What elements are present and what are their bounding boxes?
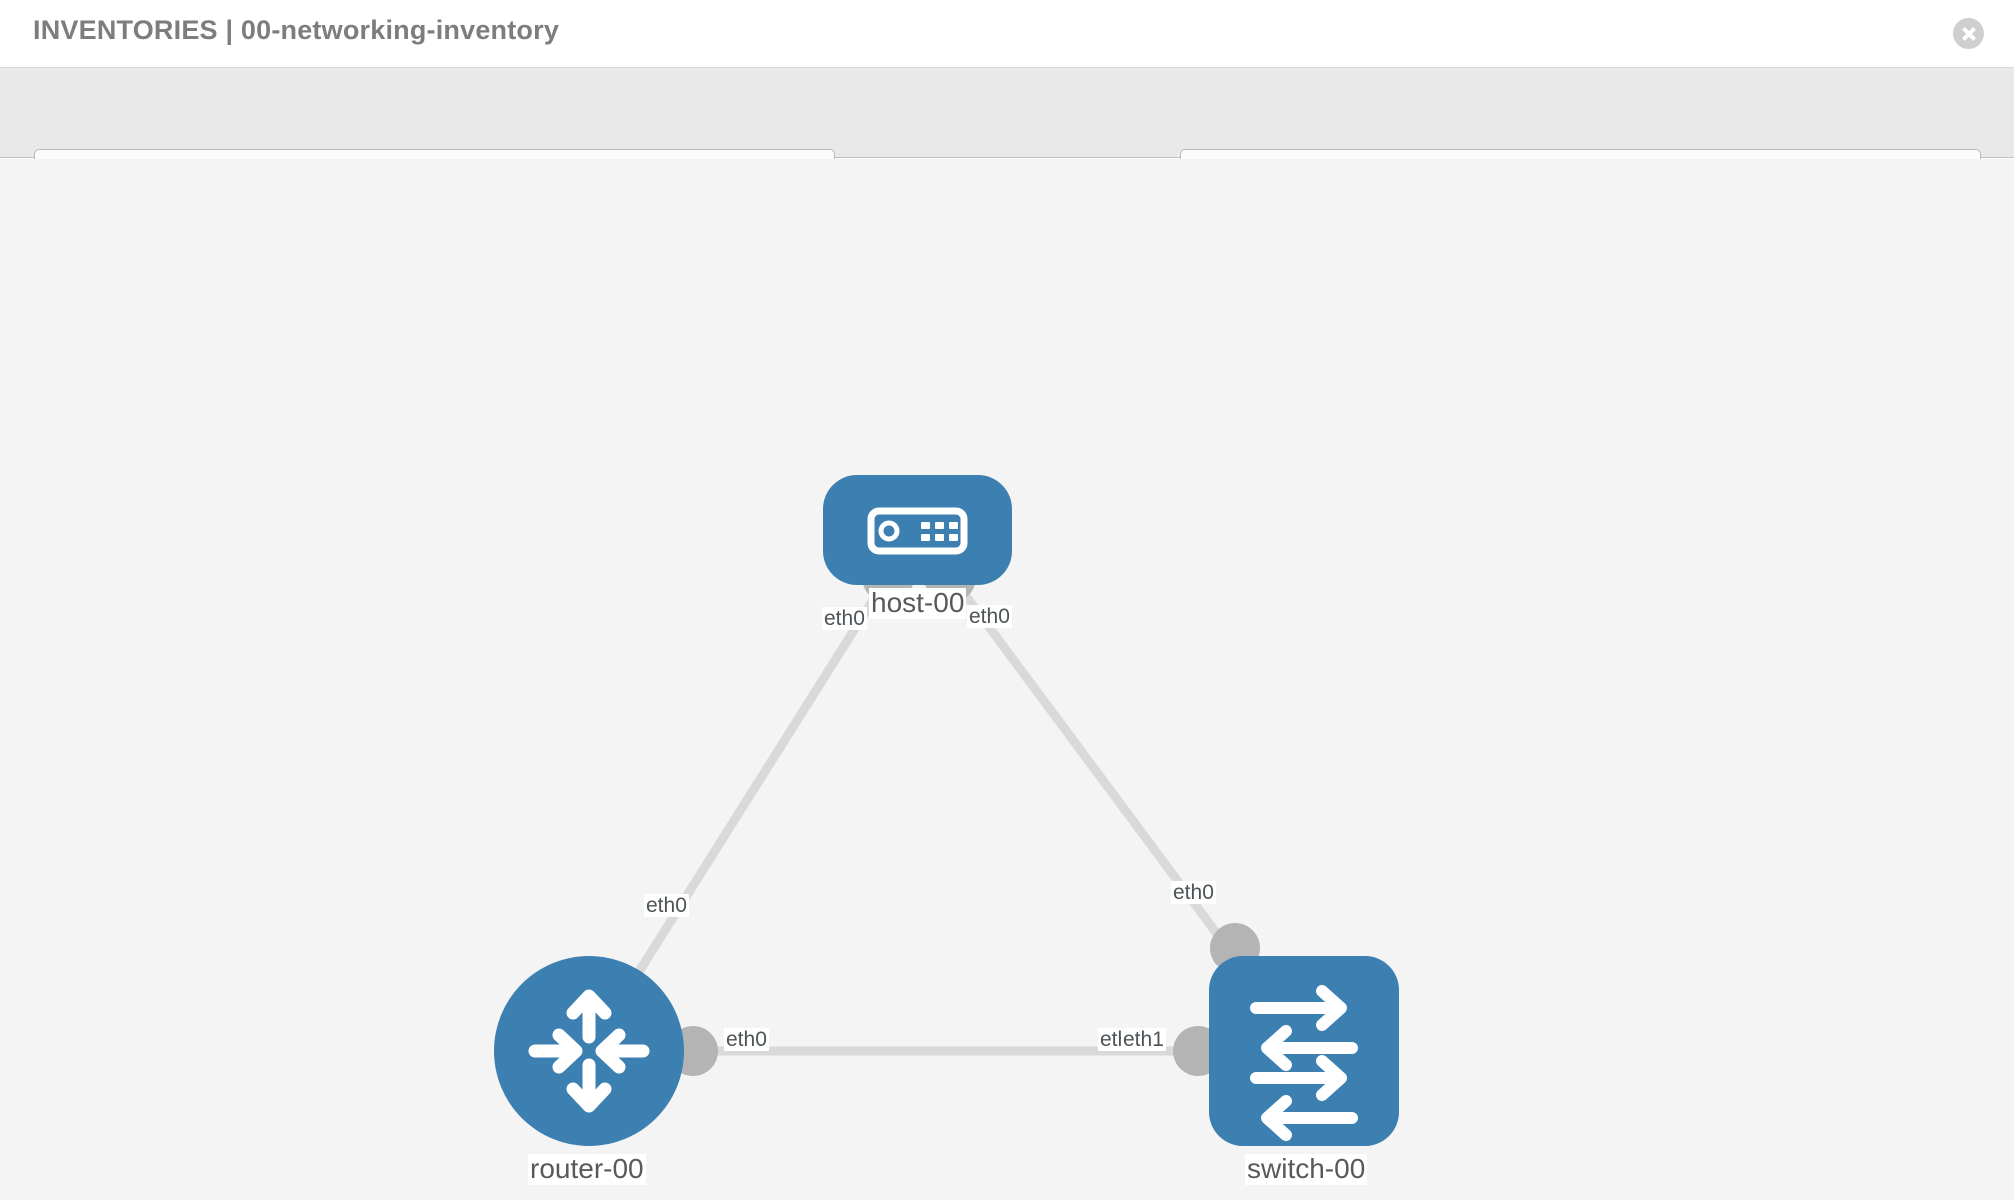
- server-icon-details: [878, 520, 958, 542]
- page-title: INVENTORIES | 00-networking-inventory: [33, 15, 560, 45]
- iface-label: eth0: [644, 894, 689, 918]
- iface-label: eth0: [1171, 881, 1216, 905]
- router-arrows-icon: [528, 989, 650, 1113]
- node-router-00: [494, 956, 684, 1146]
- node-label-switch-00: switch-00: [1245, 1153, 1368, 1185]
- node-label-router-00: router-00: [528, 1153, 646, 1185]
- server-icon: [867, 507, 968, 555]
- node-host-00: [823, 475, 1012, 585]
- node-router-00-shape: [494, 956, 684, 1146]
- topology-connectors: [668, 551, 1260, 1076]
- iface-label: eth0: [724, 1028, 769, 1052]
- topology-graph: [494, 475, 1399, 1146]
- iface-label: eth0: [822, 607, 867, 631]
- node-switch-00: [1209, 956, 1399, 1146]
- node-host-00-shape: [823, 475, 1012, 585]
- toolbar: ACTIONS SEARCH: [0, 68, 2014, 201]
- node-label-host-00: host-00: [869, 587, 967, 619]
- iface-label: eth0: [967, 605, 1012, 629]
- iface-label: eth1: [1121, 1028, 1166, 1052]
- topology-canvas[interactable]: eth0 eth0 eth0 eth0 eth0 eth0 eth1 host-…: [0, 159, 2014, 1200]
- page-header: INVENTORIES | 00-networking-inventory: [0, 0, 2014, 68]
- close-icon[interactable]: [1953, 18, 1984, 49]
- switch-arrows-icon: [1250, 985, 1358, 1141]
